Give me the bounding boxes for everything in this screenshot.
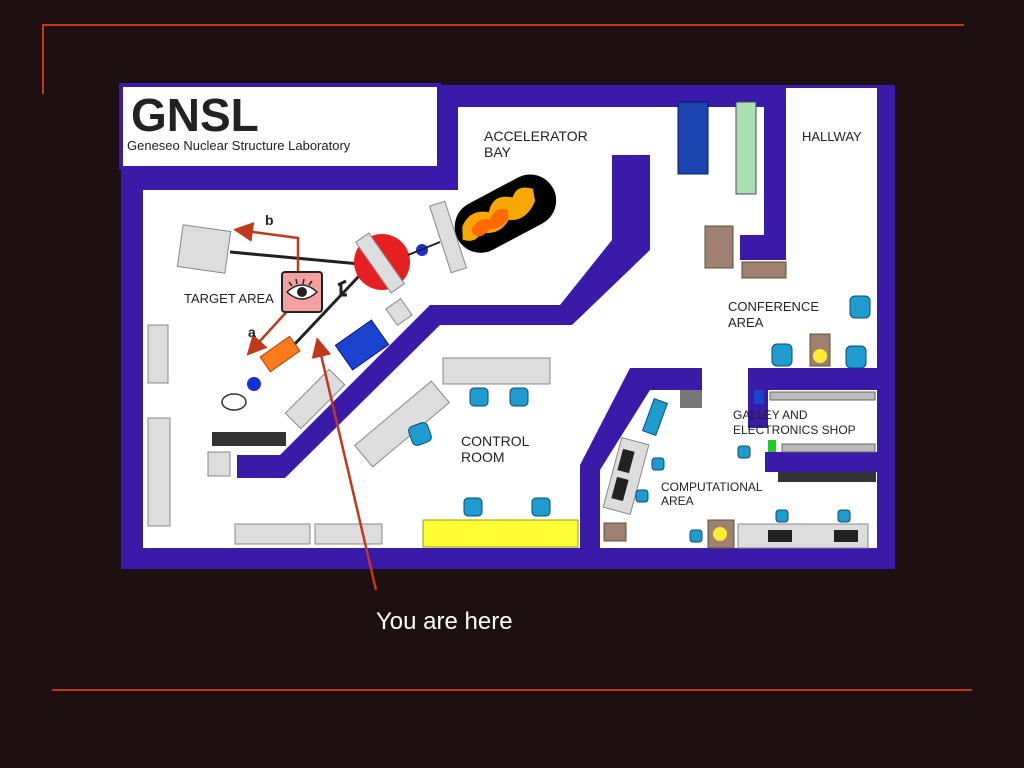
label-accelerator-bay-2: BAY — [484, 144, 512, 160]
label-target-area: TARGET AREA — [184, 291, 274, 306]
label-galley-1: GALLEY AND — [733, 408, 808, 422]
label-computational-1: COMPUTATIONAL — [661, 480, 763, 494]
monitor-1 — [617, 448, 635, 474]
wall-top-accelerator — [438, 85, 784, 107]
left-rule — [42, 24, 44, 94]
comp-monitor-2 — [834, 530, 858, 542]
label-conference-2: AREA — [728, 315, 764, 330]
galley-green-item — [768, 440, 776, 452]
beamline-b — [229, 250, 361, 266]
quadrupole-a — [247, 377, 261, 391]
rack-target-left-2 — [147, 417, 171, 527]
blue-cabinet — [334, 319, 390, 371]
label-galley-2: ELECTRONICS SHOP — [733, 423, 856, 437]
rack-target-2 — [284, 368, 346, 430]
bottom-rule — [52, 689, 972, 691]
wall-galley-top — [748, 368, 895, 390]
galley-dark-bench — [778, 472, 876, 482]
eye-icon — [281, 271, 323, 313]
computational-cabinet — [641, 397, 669, 437]
hallway-brown-cabinet — [704, 225, 734, 269]
dark-bench — [212, 432, 286, 446]
label-b: b — [265, 212, 274, 228]
you-are-here-arrow — [311, 337, 378, 591]
wall-diagonal — [237, 155, 650, 478]
target-chamber-b — [176, 224, 232, 274]
wall-hallway-vertical — [764, 85, 786, 260]
control-console — [422, 519, 579, 548]
magnet-plate — [354, 232, 406, 294]
logo-subtitle: Geneseo Nuclear Structure Laboratory — [127, 138, 351, 153]
top-rule — [42, 24, 964, 26]
comp-monitor-1 — [768, 530, 792, 542]
control-bench-top — [442, 357, 551, 385]
target-chamber-a — [259, 335, 301, 373]
accelerator-shield — [428, 200, 468, 274]
detector-a — [221, 393, 247, 411]
conference-lamp — [813, 349, 827, 363]
arrow-to-a — [246, 307, 291, 356]
label-control-2: ROOM — [461, 449, 505, 465]
conference-seats — [771, 295, 871, 369]
small-box — [207, 451, 231, 477]
bench-bottom-2 — [314, 523, 383, 545]
monitor-2 — [611, 476, 629, 502]
lamp — [713, 527, 727, 541]
galley-counter-bottom — [781, 443, 876, 453]
computational-seats — [635, 457, 851, 543]
label-computational-2: AREA — [661, 494, 694, 508]
label-a: a — [248, 324, 256, 340]
wall-hallway-stub — [740, 235, 786, 260]
galley-counter-top — [769, 391, 876, 401]
control-seats — [408, 387, 551, 517]
bench-bottom-1 — [234, 523, 311, 545]
label-hallway: HALLWAY — [802, 129, 862, 144]
brown-cabinet-comp — [603, 522, 627, 542]
wall-galley-mid — [765, 452, 895, 472]
you-are-here-caption: You are here — [376, 608, 513, 635]
label-conference-1: CONFERENCE — [728, 299, 819, 314]
galley-seat — [737, 445, 751, 459]
rack-target-1 — [385, 297, 413, 327]
grey-box — [680, 390, 702, 408]
arrow-to-b — [233, 222, 300, 272]
label-accelerator-bay-1: ACCELERATOR — [484, 128, 588, 144]
clamp-symbol — [337, 279, 347, 297]
wall-accelerator-left — [438, 85, 458, 190]
logo-title: GNSL — [131, 89, 259, 141]
hallway-brown-box — [741, 261, 787, 279]
galley-blue-item — [754, 390, 764, 404]
wall-top-left — [121, 168, 457, 190]
label-control-1: CONTROL — [461, 433, 530, 449]
hallway-green-panel — [735, 101, 757, 195]
wall-control-partition — [580, 368, 702, 568]
rack-target-left — [147, 324, 169, 384]
accelerator-tank — [454, 174, 557, 253]
beamline-upstream — [407, 241, 441, 256]
hallway-blue-panel — [677, 101, 709, 175]
